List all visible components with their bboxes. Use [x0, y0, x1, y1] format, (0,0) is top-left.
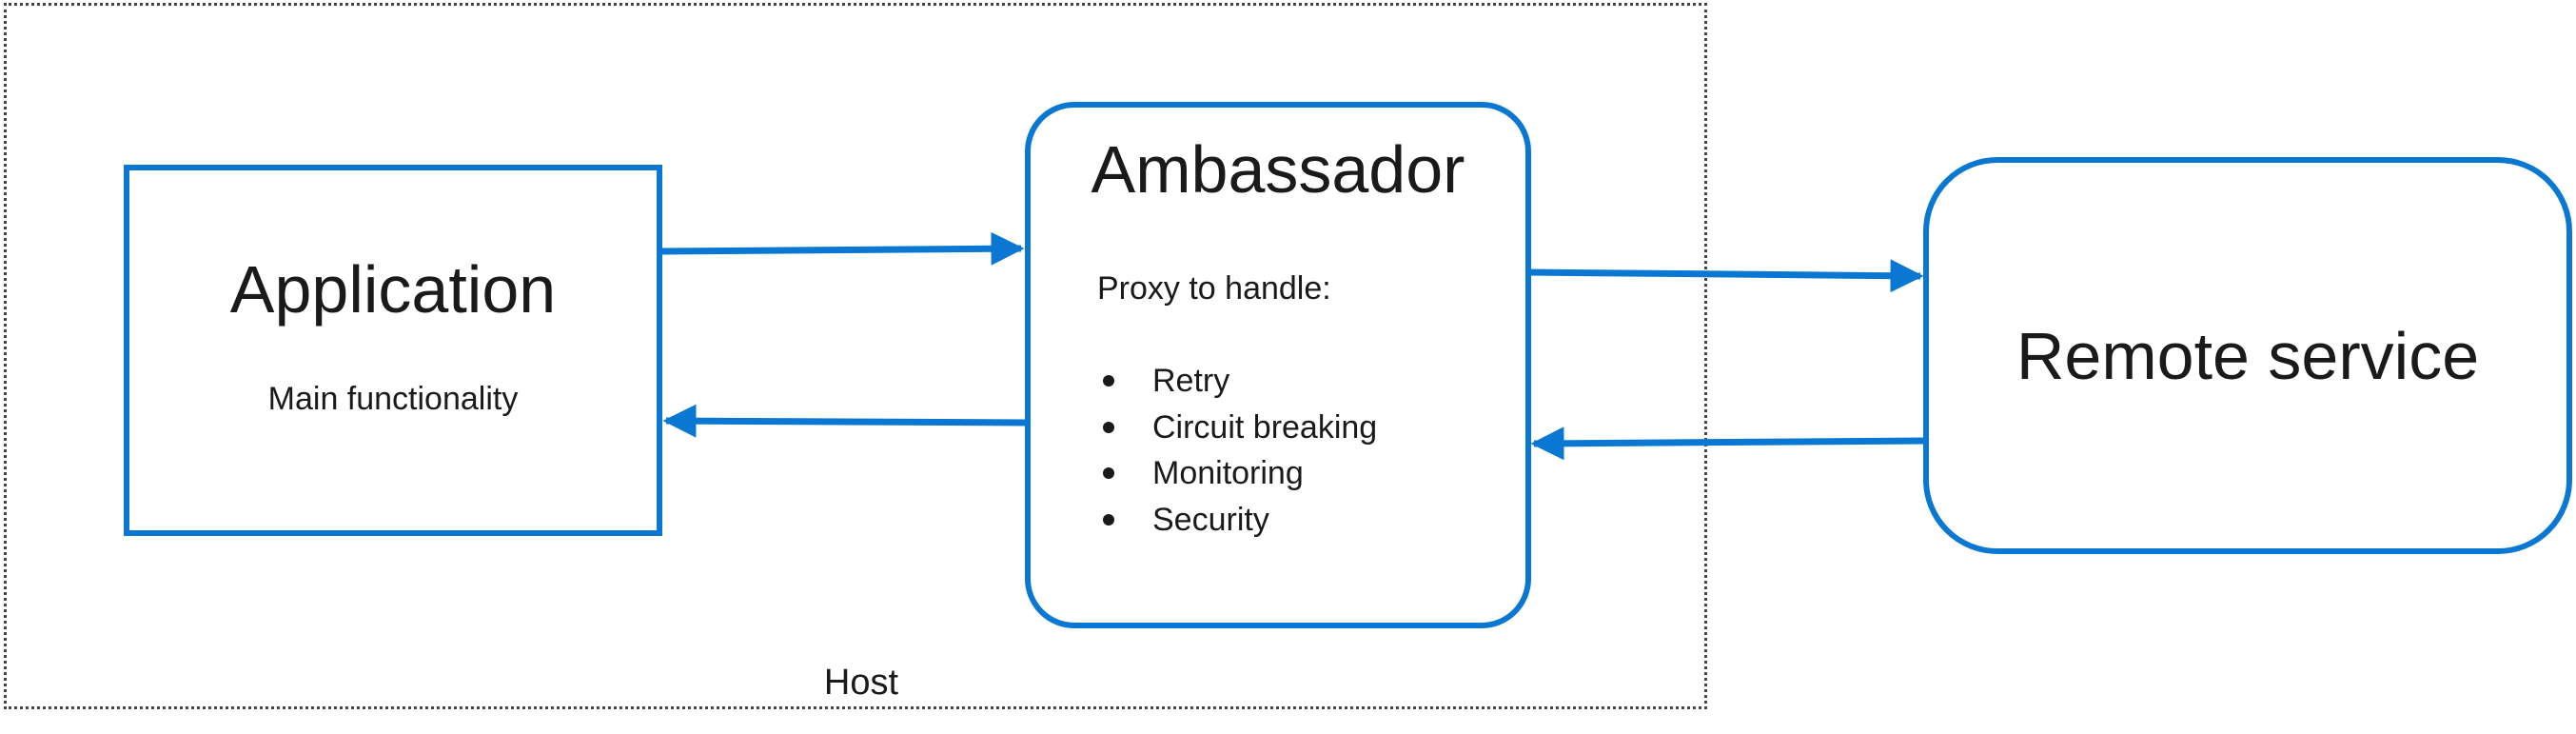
list-item-label: Retry [1152, 363, 1230, 399]
ambassador-title: Ambassador [1091, 132, 1465, 207]
list-item-label: Security [1152, 501, 1269, 538]
bullet-icon [1103, 421, 1114, 433]
arrow-remote-to-ambassador [1530, 427, 1927, 461]
ambassador-subtitle: Proxy to handle: [1097, 270, 1331, 307]
list-item-label: Circuit breaking [1152, 408, 1378, 446]
application-box: Application Main functionality [124, 165, 662, 536]
bullet-icon [1103, 467, 1114, 479]
arrow-ambassador-to-remote [1526, 259, 1924, 293]
list-item: Circuit breaking [1097, 405, 1377, 451]
arrow-ambassador-to-application [662, 404, 1031, 438]
remote-service-title: Remote service [2016, 319, 2480, 393]
list-item: Retry [1097, 358, 1377, 405]
ambassador-feature-list: Retry Circuit breaking Monitoring Securi… [1097, 358, 1377, 543]
list-item-label: Monitoring [1152, 455, 1304, 491]
host-boundary [4, 3, 1707, 709]
ambassador-box: Ambassador Proxy to handle: Retry Circui… [1025, 102, 1531, 628]
bullet-icon [1103, 513, 1114, 526]
application-subtitle: Main functionality [267, 381, 519, 417]
list-item: Monitoring [1097, 450, 1377, 497]
remote-service-box: Remote service [1923, 157, 2572, 554]
application-title: Application [229, 252, 557, 327]
bullet-icon [1103, 375, 1114, 387]
list-item: Security [1097, 497, 1377, 544]
arrow-application-to-ambassador [659, 231, 1025, 266]
host-label: Host [823, 663, 899, 703]
